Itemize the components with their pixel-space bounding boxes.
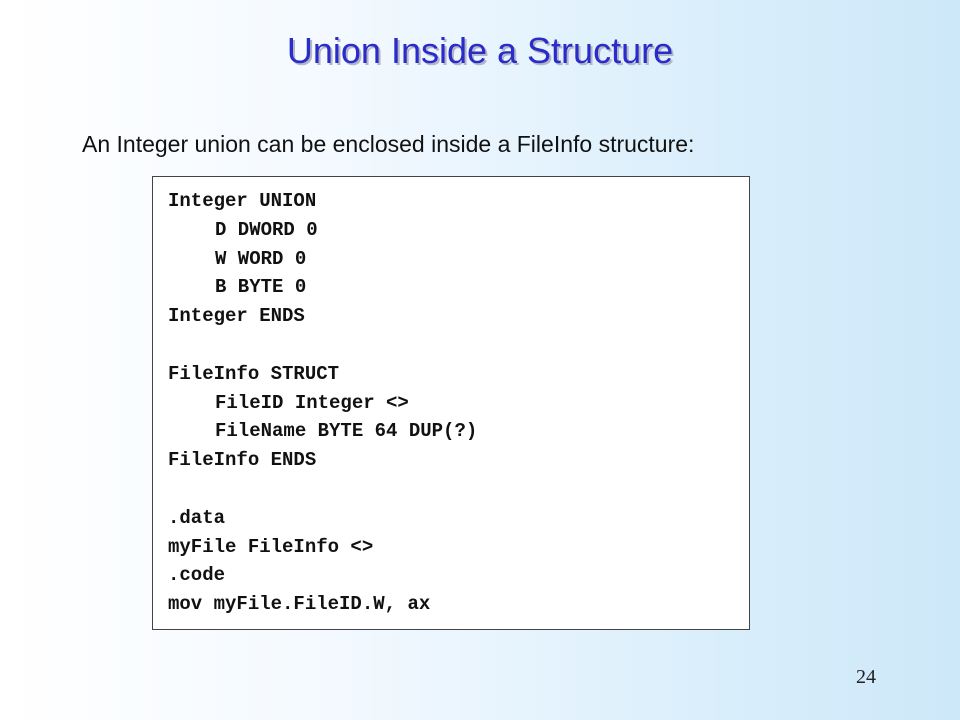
code-line: FileInfo STRUCT	[168, 362, 340, 385]
code-line: myFile FileInfo <>	[168, 535, 374, 558]
code-line: Integer ENDS	[168, 305, 305, 328]
page-number: 24	[856, 666, 876, 688]
code-line: Integer UNION	[168, 190, 317, 212]
code-line-blank	[168, 331, 477, 360]
code-line: W WORD 0	[215, 247, 307, 270]
code-box: Integer UNION D DWORD 0 W WORD 0 B BYTE …	[152, 176, 750, 630]
code-line: mov myFile.FileID.W, ax	[168, 593, 431, 616]
code-line: .data	[168, 506, 226, 529]
code-line-blank	[168, 475, 477, 504]
code-listing: Integer UNION D DWORD 0 W WORD 0 B BYTE …	[168, 187, 477, 619]
code-line: FileID Integer <>	[215, 391, 409, 414]
intro-text: An Integer union can be enclosed inside …	[82, 131, 695, 157]
slide-title: Union Inside a Structure	[286, 30, 674, 71]
code-line: B BYTE 0	[215, 276, 307, 299]
code-line: FileName BYTE 64 DUP(?)	[215, 420, 478, 443]
code-line: D DWORD 0	[215, 218, 318, 241]
code-line: .code	[168, 564, 226, 587]
code-line: FileInfo ENDS	[168, 449, 317, 472]
